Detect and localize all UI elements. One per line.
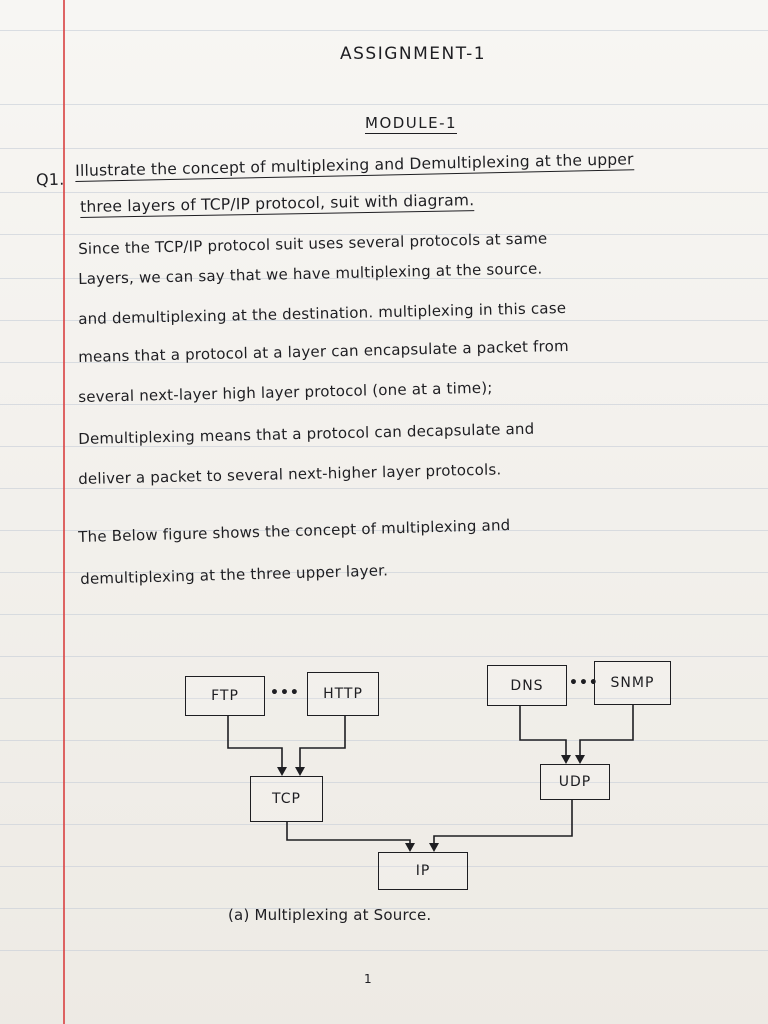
assignment-title: ASSIGNMENT-1: [340, 44, 487, 64]
dns-box: DNS: [487, 665, 567, 706]
module-label: MODULE-1: [365, 114, 458, 134]
ip-box: IP: [378, 852, 468, 890]
udp-box: UDP: [540, 764, 610, 800]
ellipsis-dots-left: •••: [270, 685, 300, 701]
figure-caption: (a) Multiplexing at Source.: [228, 906, 432, 924]
tcp-box: TCP: [250, 776, 323, 822]
ftp-box: FTP: [185, 676, 265, 716]
margin-line: [63, 0, 65, 1024]
ellipsis-dots-right: •••: [569, 675, 599, 691]
http-box: HTTP: [307, 672, 379, 716]
page-number: 1: [364, 972, 372, 986]
snmp-box: SNMP: [594, 661, 671, 705]
